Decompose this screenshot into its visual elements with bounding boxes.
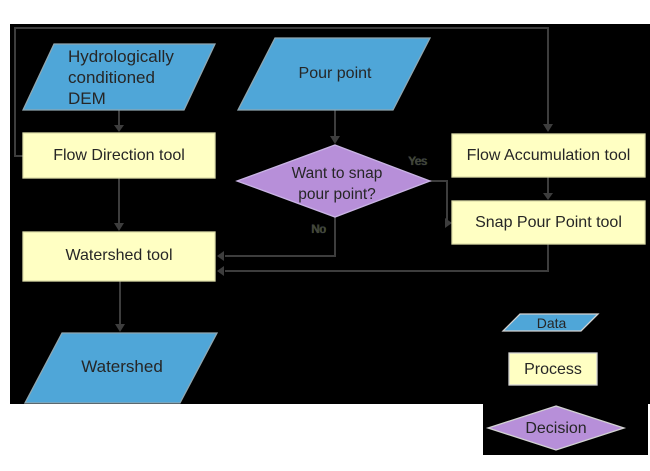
- watershed-shape: [23, 332, 219, 404]
- flow-direction-shape: [22, 132, 216, 179]
- arrowhead-into-decision: [330, 136, 340, 144]
- legend-process-label: Process: [524, 361, 582, 378]
- pour-point-label: Pour point: [298, 65, 372, 82]
- arrowhead-into-watershed-tool-top: [114, 223, 124, 231]
- legend-decision-shape: [485, 405, 627, 451]
- snap-pour-point-label: Snap Pour Point tool: [475, 214, 622, 231]
- no-edge-label: No: [311, 224, 326, 236]
- dem-label: Hydrologically conditioned DEM: [68, 47, 174, 108]
- connector-flowdirection-to-flowaccumulation: [14, 27, 549, 157]
- decision-label: Want to snap pour point?: [291, 165, 383, 203]
- connectors: [14, 27, 553, 332]
- arrowhead-into-flow-direction: [114, 125, 124, 132]
- flow-accumulation-shape: [451, 133, 646, 178]
- watershed-label: Watershed: [81, 357, 163, 376]
- arrowhead-into-watershed-tool-right-upper: [217, 251, 224, 261]
- flow-accumulation-label: Flow Accumulation tool: [466, 147, 631, 164]
- arrowhead-into-snap-pour-point-top: [543, 193, 553, 200]
- dem-shape: [21, 43, 217, 111]
- legend-data-shape: [501, 313, 600, 332]
- connector-decision-no-to-watershedtool: [225, 217, 336, 257]
- watershed-tool-shape: [22, 231, 216, 282]
- watershed-tool-label: Watershed tool: [65, 247, 173, 264]
- arrowhead-into-watershed: [115, 324, 125, 332]
- flow-direction-label: Flow Direction tool: [53, 147, 185, 164]
- arrowhead-into-snap-pour-point-left: [445, 218, 452, 228]
- arrowhead-into-watershed-tool-right-lower: [217, 266, 224, 276]
- legend-process-shape: [508, 352, 598, 386]
- snap-pour-point-shape: [451, 200, 646, 245]
- connector-snappourpoint-to-watershedtool: [225, 244, 549, 272]
- legend-decision-label: Decision: [525, 420, 587, 437]
- arrowhead-into-flow-accumulation: [543, 124, 553, 132]
- legend-data-label: Data: [536, 315, 567, 331]
- pour-point-shape: [236, 37, 432, 111]
- yes-edge-label: Yes: [408, 156, 427, 168]
- decision-shape: [235, 144, 432, 218]
